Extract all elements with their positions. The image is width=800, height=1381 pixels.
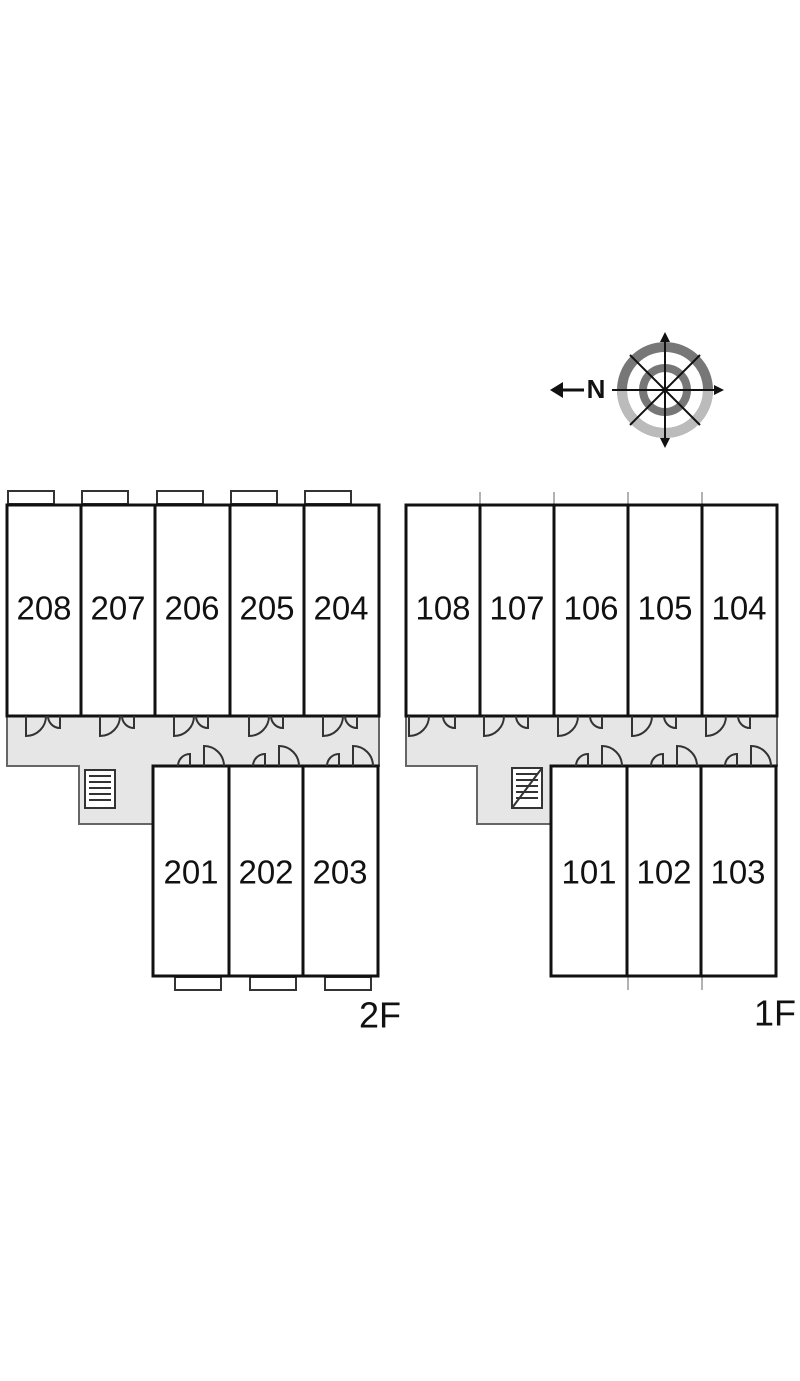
- room-201: 201: [151, 764, 231, 978]
- room-number: 202: [238, 854, 293, 891]
- room-number: 105: [637, 590, 692, 627]
- room-number: 205: [239, 590, 294, 627]
- doors: [25, 715, 374, 767]
- room-104: 104: [700, 503, 779, 718]
- floor-label-1f: 1F: [754, 993, 796, 1034]
- room-204: 204: [302, 503, 381, 718]
- room-number: 208: [16, 590, 71, 627]
- doors: [408, 715, 772, 767]
- room-number: 206: [164, 590, 219, 627]
- room-207: 207: [79, 503, 157, 718]
- room-number: 104: [711, 590, 766, 627]
- north-arrow-icon: [550, 382, 584, 398]
- room-103: 103: [699, 764, 778, 978]
- room-number: 204: [313, 590, 368, 627]
- room-number: 106: [563, 590, 618, 627]
- room-106: 106: [552, 503, 630, 718]
- balconies: [7, 490, 372, 991]
- room-205: 205: [228, 503, 306, 718]
- room-number: 103: [710, 854, 765, 891]
- floor-2f-plan: 208 207 206 205 204 201 202 203: [5, 490, 401, 1036]
- room-203: 203: [301, 764, 380, 978]
- north-letter: N: [587, 374, 606, 404]
- room-number: 102: [636, 854, 691, 891]
- room-101: 101: [549, 764, 629, 978]
- lot-lines: [479, 492, 703, 990]
- room-105: 105: [626, 503, 704, 718]
- room-202: 202: [227, 764, 305, 978]
- compass-rose-icon: [612, 332, 724, 448]
- room-102: 102: [625, 764, 703, 978]
- staircase-icon: [511, 767, 543, 809]
- room-206: 206: [153, 503, 232, 718]
- floor-label-2f: 2F: [359, 995, 401, 1036]
- room-208: 208: [5, 503, 83, 718]
- staircase-icon: [84, 769, 116, 809]
- room-108: 108: [404, 503, 482, 718]
- room-107: 107: [478, 503, 556, 718]
- room-number: 108: [415, 590, 470, 627]
- floor-1f-plan: 108 107 106 105 104 101 102 103: [404, 492, 796, 1034]
- room-number: 101: [561, 854, 616, 891]
- room-number: 107: [489, 590, 544, 627]
- room-number: 203: [312, 854, 367, 891]
- compass: N: [550, 332, 724, 448]
- room-number: 207: [90, 590, 145, 627]
- room-number: 201: [163, 854, 218, 891]
